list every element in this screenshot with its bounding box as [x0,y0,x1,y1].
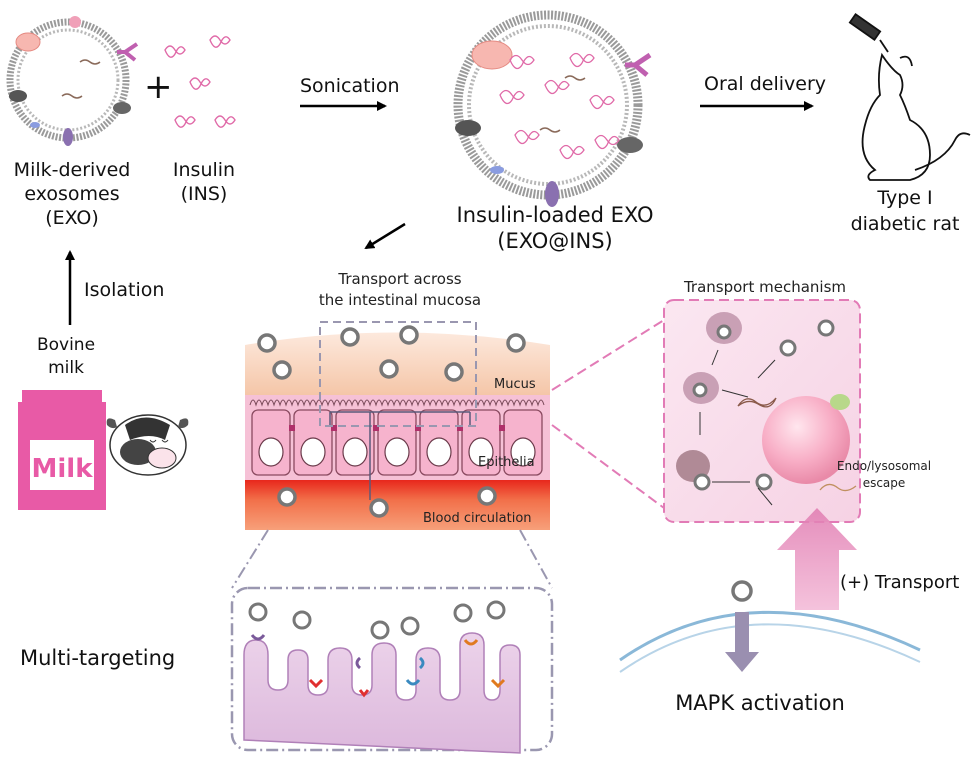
to-intestine-arrow [364,222,406,250]
cow-illustration [106,414,189,476]
insulin-loaded-exosome-illustration [453,10,652,207]
multi-targeting-box [230,586,554,752]
loaded-exosome-label-line2: (EXO@INS) [497,229,612,253]
milk-carton-illustration [18,390,106,510]
milk-exosome-label-line3: (EXO) [45,207,99,229]
plus-sign: + [144,67,173,107]
bovine-milk-label-line2: milk [48,358,84,378]
milk-carton-text: Milk [32,454,94,484]
transport-mechanism-content [676,312,857,506]
oral-delivery-label: Oral delivery [704,73,826,95]
transport-across-label-line2: the intestinal mucosa [319,291,481,309]
zoom-line-right [519,529,553,589]
rat-label-line1: Type I [876,187,932,209]
blood-circulation-label: Blood circulation [423,511,532,526]
mapk-activation-label: MAPK activation [675,691,845,715]
zoom-line-left [231,529,269,589]
multi-targeting-label: Multi-targeting [20,646,175,670]
exosome-particles-intestine [257,325,526,518]
rat-label-line2: diabetic rat [851,213,960,235]
zoom-line-top [551,319,665,391]
exosome-particle-mapk [731,580,753,602]
mucosa-zoom-box [319,321,477,427]
isolation-label: Isolation [84,279,164,301]
insulin-molecules [164,35,236,128]
endo-lysosomal-label-line1: Endo/lysosomal [837,459,931,473]
transport-arrows [329,411,471,500]
sonication-label: Sonication [300,75,400,97]
membrane-arc [619,610,921,662]
bovine-milk-label-line1: Bovine [37,335,95,355]
epithelia-label: Epithelia [478,455,535,470]
villi-illustration [243,632,521,754]
plus-transport-label: (+) Transport [840,572,959,593]
membrane-arc-inner [619,623,921,673]
exosome-particles-villi [248,600,506,640]
mapk-down-arrow [725,612,759,672]
zoom-line-bottom [551,424,665,509]
milk-exosome-illustration [6,16,139,146]
transport-mechanism-label: Transport mechanism [683,278,846,296]
rat-illustration [848,13,971,181]
insulin-label-line2: (INS) [181,183,228,205]
milk-exosome-label-line2: exosomes [24,183,119,205]
milk-exosome-label-line1: Milk-derived [14,159,131,181]
mucus-label: Mucus [494,377,536,392]
receptor-markers [250,634,506,698]
transport-across-label-line1: Transport across [337,270,461,288]
loaded-exosome-label-line1: Insulin-loaded EXO [457,203,654,227]
endo-lysosomal-label-line2: escape [863,476,906,490]
transport-up-arrow [777,508,857,610]
insulin-label-line1: Insulin [173,159,235,181]
